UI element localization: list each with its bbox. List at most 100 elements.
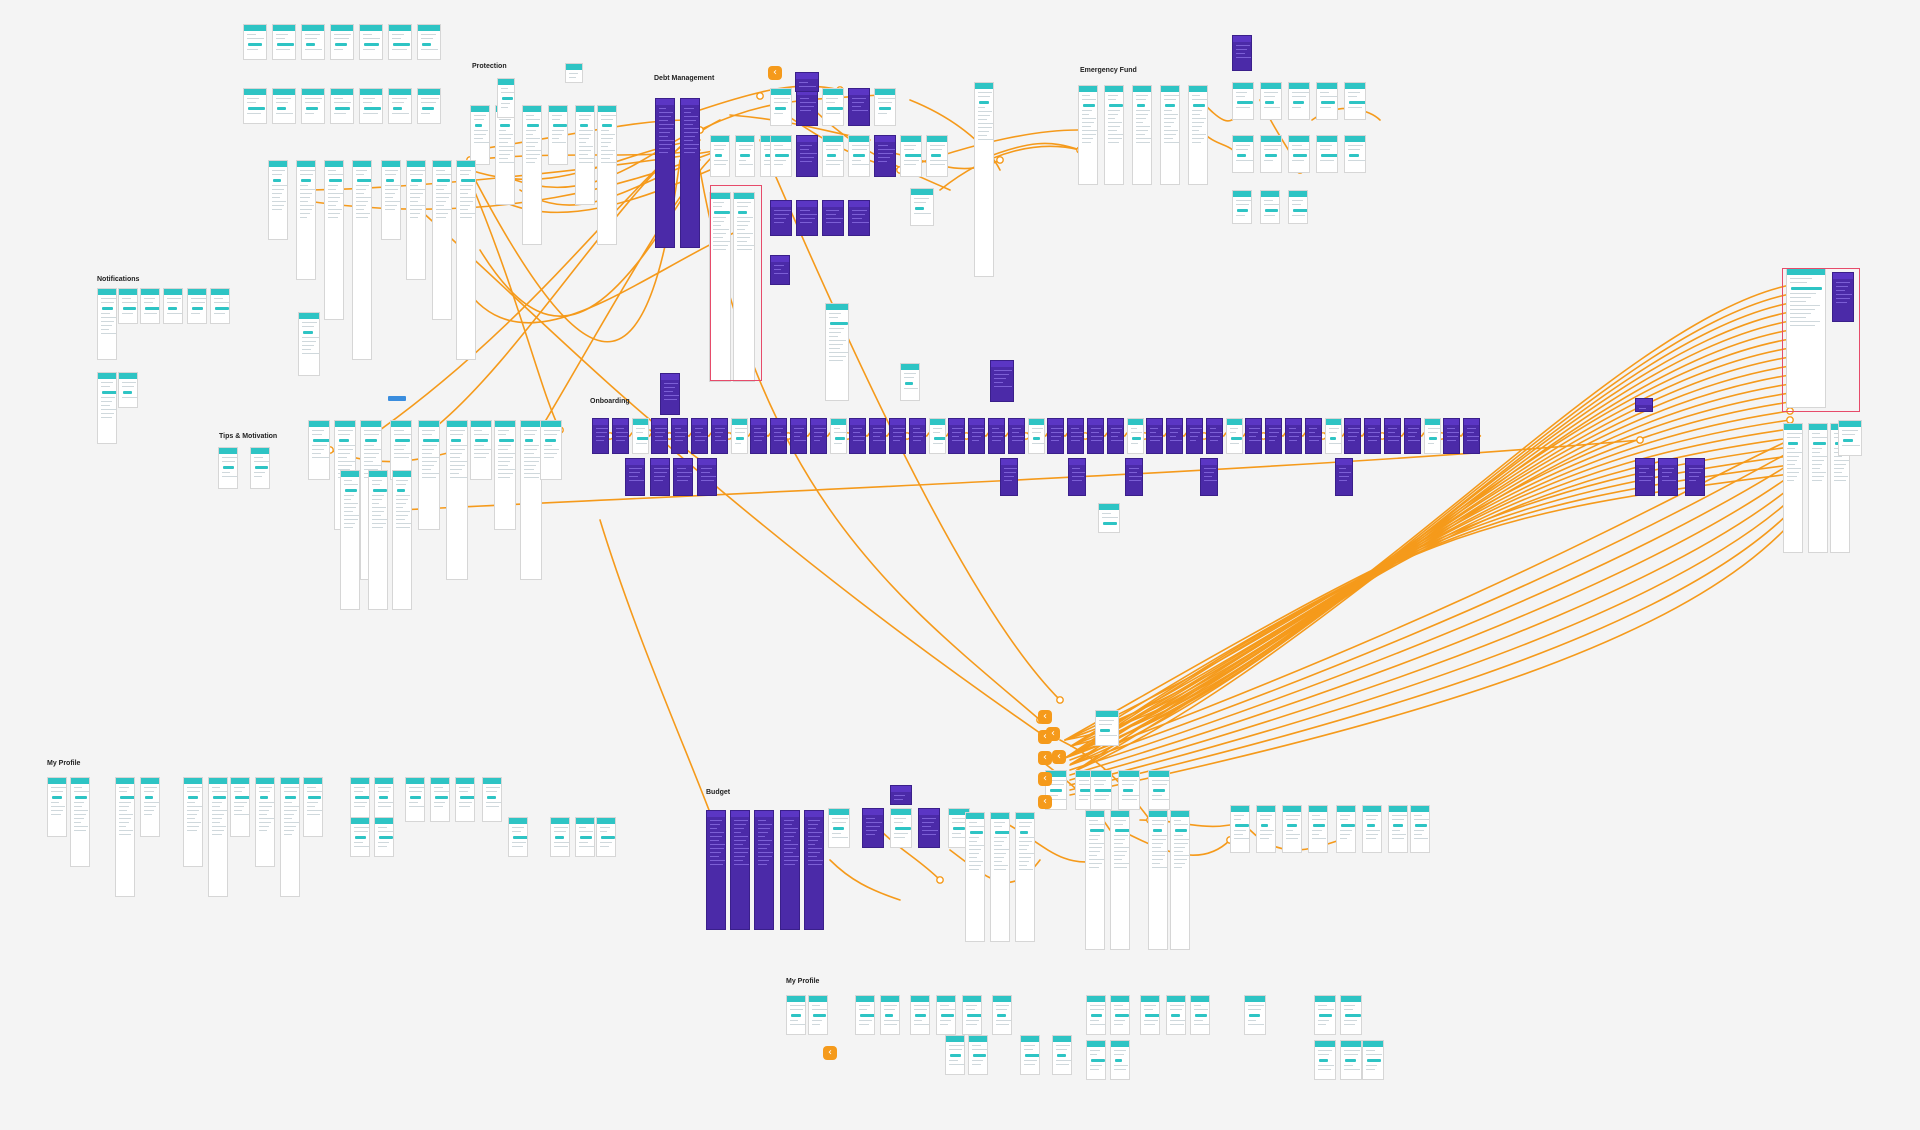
screen-thumbnail[interactable] [1095,710,1119,746]
screen-thumbnail[interactable] [780,810,800,930]
screen-thumbnail[interactable] [1232,35,1252,71]
screen-thumbnail[interactable] [548,105,568,165]
screen-thumbnail[interactable] [918,808,940,848]
screen-thumbnail[interactable] [770,200,792,236]
screen-thumbnail[interactable] [710,135,730,177]
screen-thumbnail[interactable] [470,105,490,165]
screen-thumbnail[interactable] [1085,810,1105,950]
screen-thumbnail[interactable] [359,88,383,124]
screen-thumbnail[interactable] [770,255,790,285]
screen-thumbnail[interactable] [900,363,920,401]
screen-thumbnail[interactable] [829,418,847,454]
screen-thumbnail[interactable] [968,1035,988,1075]
screen-thumbnail[interactable] [706,810,726,930]
screen-thumbnail[interactable] [1148,810,1168,950]
screen-thumbnail[interactable] [796,200,818,236]
screen-thumbnail[interactable] [405,777,425,822]
screen-thumbnail[interactable] [822,135,844,177]
screen-thumbnail[interactable] [296,160,316,280]
screen-thumbnail[interactable] [1086,995,1106,1035]
screen-thumbnail[interactable] [308,420,330,480]
screen-thumbnail[interactable] [750,418,768,454]
screen-thumbnail[interactable] [388,24,412,60]
screen-thumbnail[interactable] [1068,458,1086,496]
screen-thumbnail[interactable] [255,777,275,867]
screen-thumbnail[interactable] [280,777,300,897]
screen-thumbnail[interactable] [990,812,1010,942]
screen-thumbnail[interactable] [1364,418,1382,454]
screen-thumbnail[interactable] [1087,418,1104,454]
screen-thumbnail[interactable] [828,808,850,848]
screen-thumbnail[interactable] [374,777,394,822]
screen-thumbnail[interactable] [550,817,570,857]
screen-thumbnail[interactable] [268,160,288,240]
screen-thumbnail[interactable] [497,78,515,118]
screen-thumbnail[interactable] [140,288,160,324]
screen-thumbnail[interactable] [243,88,267,124]
screen-thumbnail[interactable] [97,372,117,444]
screen-thumbnail[interactable] [1316,135,1338,173]
connection-node[interactable] [1056,696,1064,704]
screen-thumbnail[interactable] [210,288,230,324]
screen-thumbnail[interactable] [1086,1040,1106,1080]
screen-thumbnail[interactable] [1052,1035,1072,1075]
screen-thumbnail[interactable] [1232,135,1254,173]
screen-thumbnail[interactable] [869,418,887,454]
screen-thumbnail[interactable] [1186,418,1203,454]
screen-thumbnail[interactable] [1335,458,1353,496]
screen-thumbnail[interactable] [733,192,755,382]
screen-thumbnail[interactable] [1140,995,1160,1035]
screen-thumbnail[interactable] [392,470,412,610]
screen-thumbnail[interactable] [1190,995,1210,1035]
screen-thumbnail[interactable] [651,418,669,454]
screen-thumbnail[interactable] [900,135,922,177]
connection-node[interactable] [996,156,1004,164]
chevron-left-icon[interactable]: ‹ [1038,795,1052,809]
screen-thumbnail[interactable] [324,160,344,320]
screen-thumbnail[interactable] [1635,458,1655,496]
screen-thumbnail[interactable] [655,98,675,248]
screen-thumbnail[interactable] [1000,458,1018,496]
screen-thumbnail[interactable] [183,777,203,867]
connection-node[interactable] [936,876,944,884]
screen-thumbnail[interactable] [1423,418,1441,454]
screen-thumbnail[interactable] [218,447,238,489]
screen-thumbnail[interactable] [611,418,629,454]
screen-thumbnail[interactable] [1027,418,1045,454]
screen-thumbnail[interactable] [770,135,792,177]
screen-thumbnail[interactable] [1344,82,1366,120]
screen-thumbnail[interactable] [47,777,67,837]
screen-thumbnail[interactable] [796,135,818,177]
screen-thumbnail[interactable] [809,418,827,454]
screen-thumbnail[interactable] [880,995,900,1035]
screen-thumbnail[interactable] [754,810,774,930]
screen-thumbnail[interactable] [1225,418,1243,454]
screen-thumbnail[interactable] [709,192,731,382]
screen-thumbnail[interactable] [163,288,183,324]
screen-thumbnail[interactable] [1125,458,1143,496]
screen-thumbnail[interactable] [849,418,867,454]
screen-thumbnail[interactable] [1015,812,1035,942]
screen-thumbnail[interactable] [1838,420,1862,456]
screen-thumbnail[interactable] [508,817,528,857]
screen-thumbnail[interactable] [272,88,296,124]
screen-thumbnail[interactable] [948,418,966,454]
screen-thumbnail[interactable] [928,418,946,454]
screen-thumbnail[interactable] [1324,418,1342,454]
screen-thumbnail[interactable] [1205,418,1223,454]
screen-thumbnail[interactable] [804,810,824,930]
screen-thumbnail[interactable] [1232,82,1254,120]
screen-thumbnail[interactable] [303,777,323,837]
screen-thumbnail[interactable] [330,24,354,60]
screen-thumbnail[interactable] [1232,190,1252,224]
screen-thumbnail[interactable] [417,88,441,124]
screen-thumbnail[interactable] [673,458,693,496]
screen-thumbnail[interactable] [1200,458,1218,496]
screen-thumbnail[interactable] [786,995,806,1035]
screen-thumbnail[interactable] [1388,805,1408,853]
screen-thumbnail[interactable] [359,24,383,60]
screen-thumbnail[interactable] [1256,805,1276,853]
screen-thumbnail[interactable] [575,105,595,205]
screen-thumbnail[interactable] [575,817,595,857]
